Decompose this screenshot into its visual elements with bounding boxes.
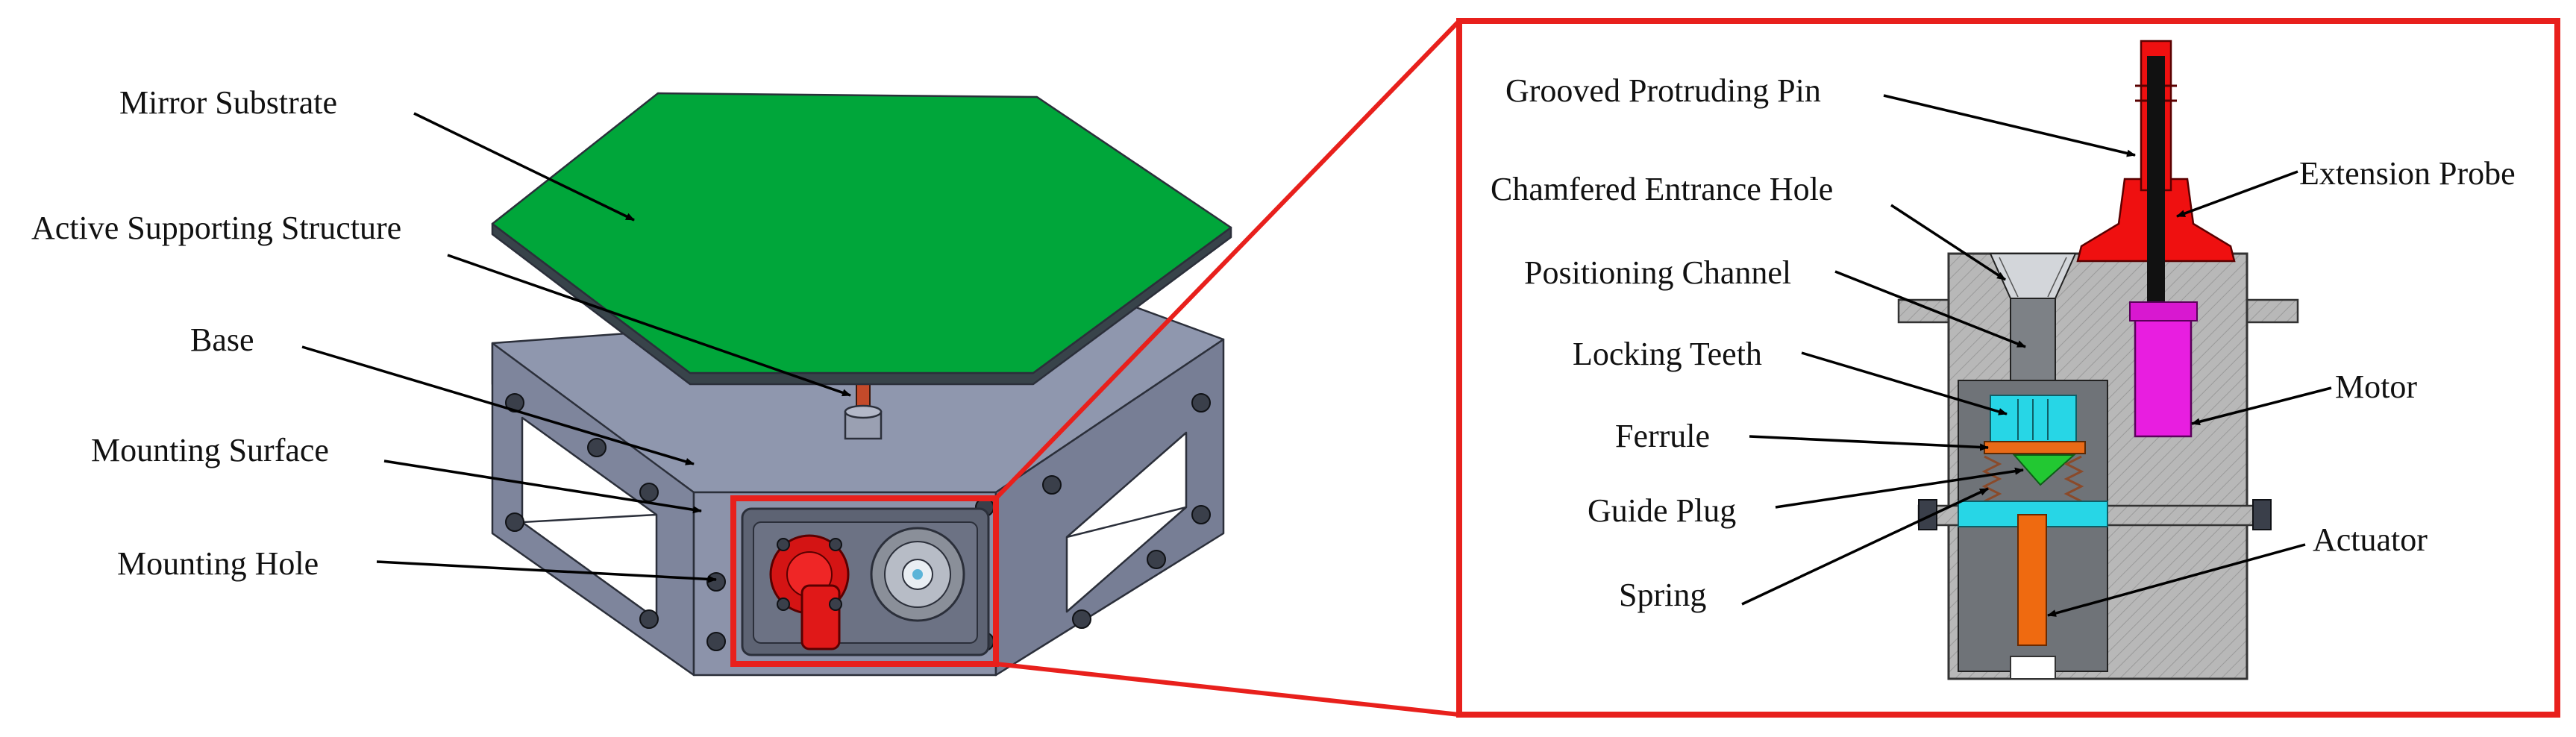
bolt (1191, 393, 1211, 413)
bolt (505, 512, 524, 532)
label-locking-teeth: Locking Teeth (1573, 336, 1762, 372)
label-active-supporting-structure: Active Supporting Structure (31, 210, 401, 246)
bolt (706, 632, 726, 651)
guide-plug (2012, 454, 2076, 486)
label-extension-probe: Extension Probe (2299, 155, 2516, 192)
bolt (587, 438, 607, 457)
label-grooved-protruding-pin: Grooved Protruding Pin (1505, 72, 1821, 109)
bolt (639, 483, 659, 502)
chamfered-entrance-hole (1989, 253, 2077, 299)
bolt (1147, 550, 1166, 569)
label-spring: Spring (1619, 577, 1706, 613)
bolt (1191, 505, 1211, 524)
bolt (1072, 609, 1091, 629)
bolt (639, 609, 659, 629)
spring (1981, 455, 2084, 503)
label-chamfered-entrance-hole: Chamfered Entrance Hole (1491, 171, 1833, 207)
zoom-connector-bottom (995, 662, 1460, 717)
positioning-channel (2010, 298, 2056, 381)
bolt (1042, 475, 1062, 495)
motor (2134, 304, 2193, 438)
labels: Mirror Substrate Active Supporting Struc… (31, 72, 2516, 613)
label-actuator: Actuator (2313, 521, 2428, 558)
probe-core (2147, 56, 2165, 306)
highlight-frame (730, 495, 999, 667)
label-ferrule: Ferrule (1615, 418, 1710, 454)
label-mounting-hole: Mounting Hole (117, 545, 319, 582)
ferrule (1984, 441, 2086, 454)
assembly-3d-view (491, 92, 1232, 677)
label-positioning-channel: Positioning Channel (1524, 254, 1791, 291)
grey-collet (870, 527, 965, 622)
leader-lines (301, 94, 2332, 617)
label-mounting-surface: Mounting Surface (91, 432, 329, 468)
label-motor: Motor (2335, 368, 2417, 405)
mirror-substrate (491, 92, 1232, 374)
bolt (706, 572, 726, 592)
red-connector (769, 534, 850, 650)
sectional-view (1897, 40, 2299, 680)
active-supporting-structure (844, 383, 883, 440)
label-mirror-substrate: Mirror Substrate (119, 84, 337, 121)
zoom-connector-top (994, 19, 1461, 501)
label-base: Base (190, 322, 254, 358)
actuator (2017, 514, 2047, 646)
label-guide-plug: Guide Plug (1588, 492, 1736, 529)
